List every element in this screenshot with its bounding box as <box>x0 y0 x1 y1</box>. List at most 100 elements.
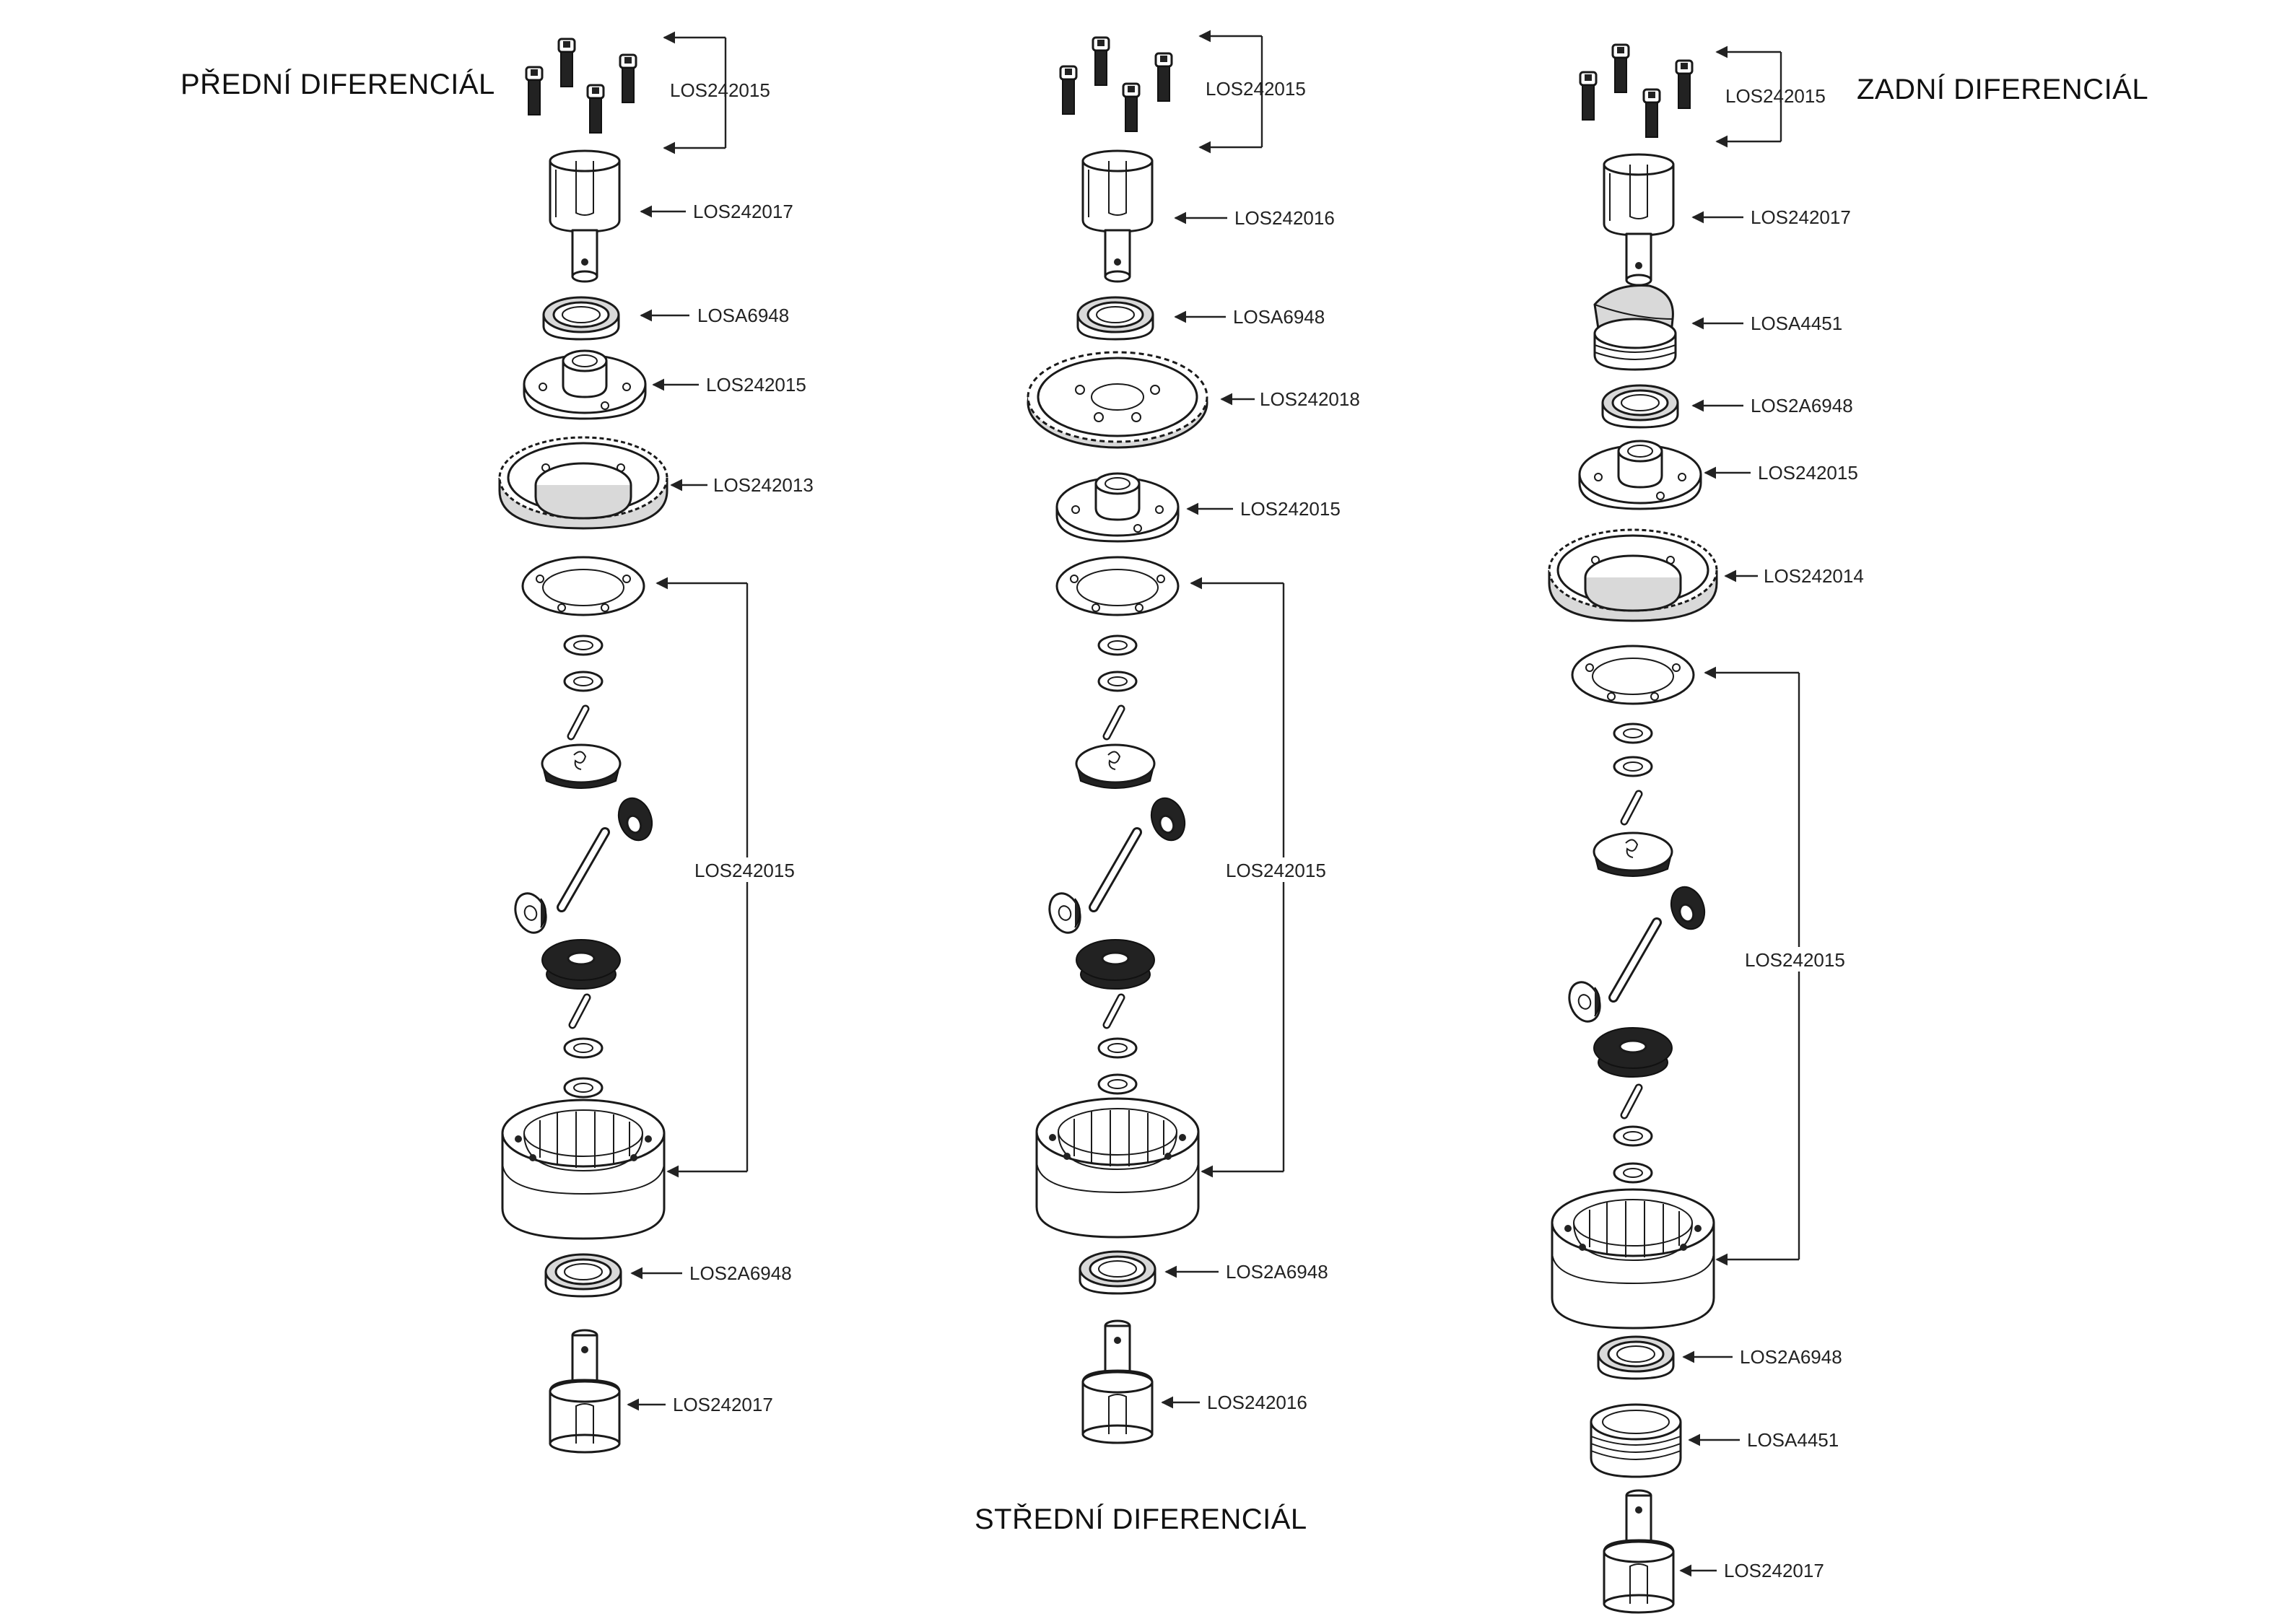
washer-icon <box>1613 756 1653 777</box>
outdrive-icon <box>1603 1489 1675 1614</box>
washer-icon <box>1097 1073 1138 1095</box>
bevel-gear-icon <box>541 743 622 790</box>
label-rear-bearing-bottom: LOS2A6948 <box>1740 1346 1842 1368</box>
bearing-icon <box>1601 384 1679 429</box>
label-rear-screws: LOS242015 <box>1725 85 1826 107</box>
ring-gear-icon <box>498 436 668 530</box>
pin-icon <box>1107 997 1121 1025</box>
washer-icon <box>563 1077 604 1099</box>
bevel-gear-icon <box>1075 938 1156 990</box>
label-rear-ring-gear: LOS242014 <box>1764 565 1864 587</box>
bearing-icon <box>544 1253 622 1298</box>
cover-icon <box>523 349 647 420</box>
outdrive-icon <box>1603 153 1675 287</box>
bearing-icon <box>1079 1250 1156 1295</box>
label-front-bearing-bottom: LOS2A6948 <box>689 1262 792 1284</box>
label-center-screws: LOS242015 <box>1206 78 1306 100</box>
front-diff: LOS242015 LOS242017 LOSA6948 LOS242015 L… <box>498 31 814 1454</box>
label-rear-insert-bottom: LOSA4451 <box>1747 1429 1839 1451</box>
label-front-internals: LOS242015 <box>694 860 795 881</box>
label-center-bearing-top: LOSA6948 <box>1233 306 1325 328</box>
label-front-outdrive-top: LOS242017 <box>693 201 793 222</box>
screw-icon <box>1579 71 1598 121</box>
label-front-bearing-top: LOSA6948 <box>697 305 789 326</box>
label-rear-cover: LOS242015 <box>1758 462 1858 484</box>
washer-icon <box>563 1037 604 1059</box>
label-rear-insert-top: LOSA4451 <box>1751 313 1842 334</box>
label-front-cover: LOS242015 <box>706 374 806 396</box>
label-rear-bearing-top: LOS2A6948 <box>1751 395 1853 416</box>
screw-icon <box>1675 59 1694 110</box>
screw-icon <box>1642 88 1661 139</box>
washer-icon <box>563 634 604 656</box>
pin-icon <box>562 832 605 907</box>
screw-icon <box>1122 82 1141 133</box>
bevel-gear-icon <box>1144 792 1192 847</box>
label-front-outdrive-bottom: LOS242017 <box>673 1394 773 1415</box>
case-icon <box>1551 1188 1715 1330</box>
washer-icon <box>1613 722 1653 744</box>
label-center-outdrive-top: LOS242016 <box>1234 207 1335 229</box>
pin-icon <box>1107 709 1121 736</box>
bevel-gear-icon <box>1075 743 1156 790</box>
gasket-icon <box>521 556 645 616</box>
insert-icon <box>1593 284 1677 371</box>
case-icon <box>501 1099 666 1240</box>
label-front-screws: LOS242015 <box>670 79 770 101</box>
bevel-gear-icon <box>1593 831 1673 878</box>
screw-icon <box>1092 36 1110 87</box>
bevel-gear-icon <box>1664 881 1712 935</box>
pin-icon <box>571 709 585 736</box>
gasket-icon <box>1571 645 1695 705</box>
center-diff-title: STŘEDNÍ DIFERENCIÁL <box>975 1503 1307 1535</box>
label-center-internals: LOS242015 <box>1226 860 1326 881</box>
gasket-icon <box>1055 556 1180 616</box>
bevel-gear-icon <box>611 792 659 847</box>
washer-icon <box>1097 634 1138 656</box>
washer-icon <box>1613 1162 1653 1184</box>
cover-icon <box>1578 440 1702 510</box>
washer-icon <box>563 671 604 692</box>
case-icon <box>1035 1097 1200 1239</box>
rear-diff-title: ZADNÍ DIFERENCIÁL <box>1857 73 2148 105</box>
screw-icon <box>1059 65 1078 115</box>
washer-icon <box>1097 671 1138 692</box>
bearing-icon <box>542 296 620 341</box>
label-center-outdrive-bottom: LOS242016 <box>1207 1392 1307 1413</box>
bevel-gear-icon <box>1563 977 1606 1027</box>
label-rear-outdrive-bottom: LOS242017 <box>1724 1560 1824 1581</box>
bevel-gear-icon <box>541 938 622 990</box>
washer-icon <box>1097 1037 1138 1059</box>
front-diff-title: PŘEDNÍ DIFERENCIÁL <box>180 68 495 100</box>
outdrive-icon <box>1081 1319 1154 1444</box>
ring-gear-icon <box>1548 528 1718 622</box>
label-center-spur-gear: LOS242018 <box>1260 388 1360 410</box>
outdrive-icon <box>549 1329 621 1454</box>
center-diff: LOS242015 LOS242016 LOSA6948 LOS242018 L… <box>1027 30 1360 1444</box>
bevel-gear-icon <box>1593 1026 1673 1078</box>
washer-icon <box>1613 1125 1653 1147</box>
label-front-ring-gear: LOS242013 <box>713 474 814 496</box>
screw-icon <box>1154 52 1173 102</box>
pin-icon <box>1613 922 1657 997</box>
pin-icon <box>1094 832 1137 907</box>
bearing-icon <box>1076 296 1154 341</box>
label-rear-internals: LOS242015 <box>1745 949 1845 971</box>
bevel-gear-icon <box>509 888 552 938</box>
pin-icon <box>1624 1088 1639 1115</box>
label-center-cover: LOS242015 <box>1240 498 1341 520</box>
pin-icon <box>1624 794 1639 821</box>
spur-gear-icon <box>1027 351 1208 449</box>
pin-icon <box>572 997 587 1025</box>
screw-icon <box>1611 43 1630 94</box>
cover-icon <box>1055 472 1180 543</box>
outdrive-icon <box>1081 149 1154 283</box>
screw-icon <box>557 38 576 88</box>
bevel-gear-icon <box>1043 888 1086 938</box>
insert-icon <box>1590 1403 1682 1478</box>
outdrive-icon <box>549 149 621 283</box>
rear-diff: LOS242015 LOS242017 LOSA4451 LOS2A6948 L… <box>1548 43 1864 1614</box>
screw-icon <box>525 66 544 116</box>
screw-icon <box>586 84 605 134</box>
